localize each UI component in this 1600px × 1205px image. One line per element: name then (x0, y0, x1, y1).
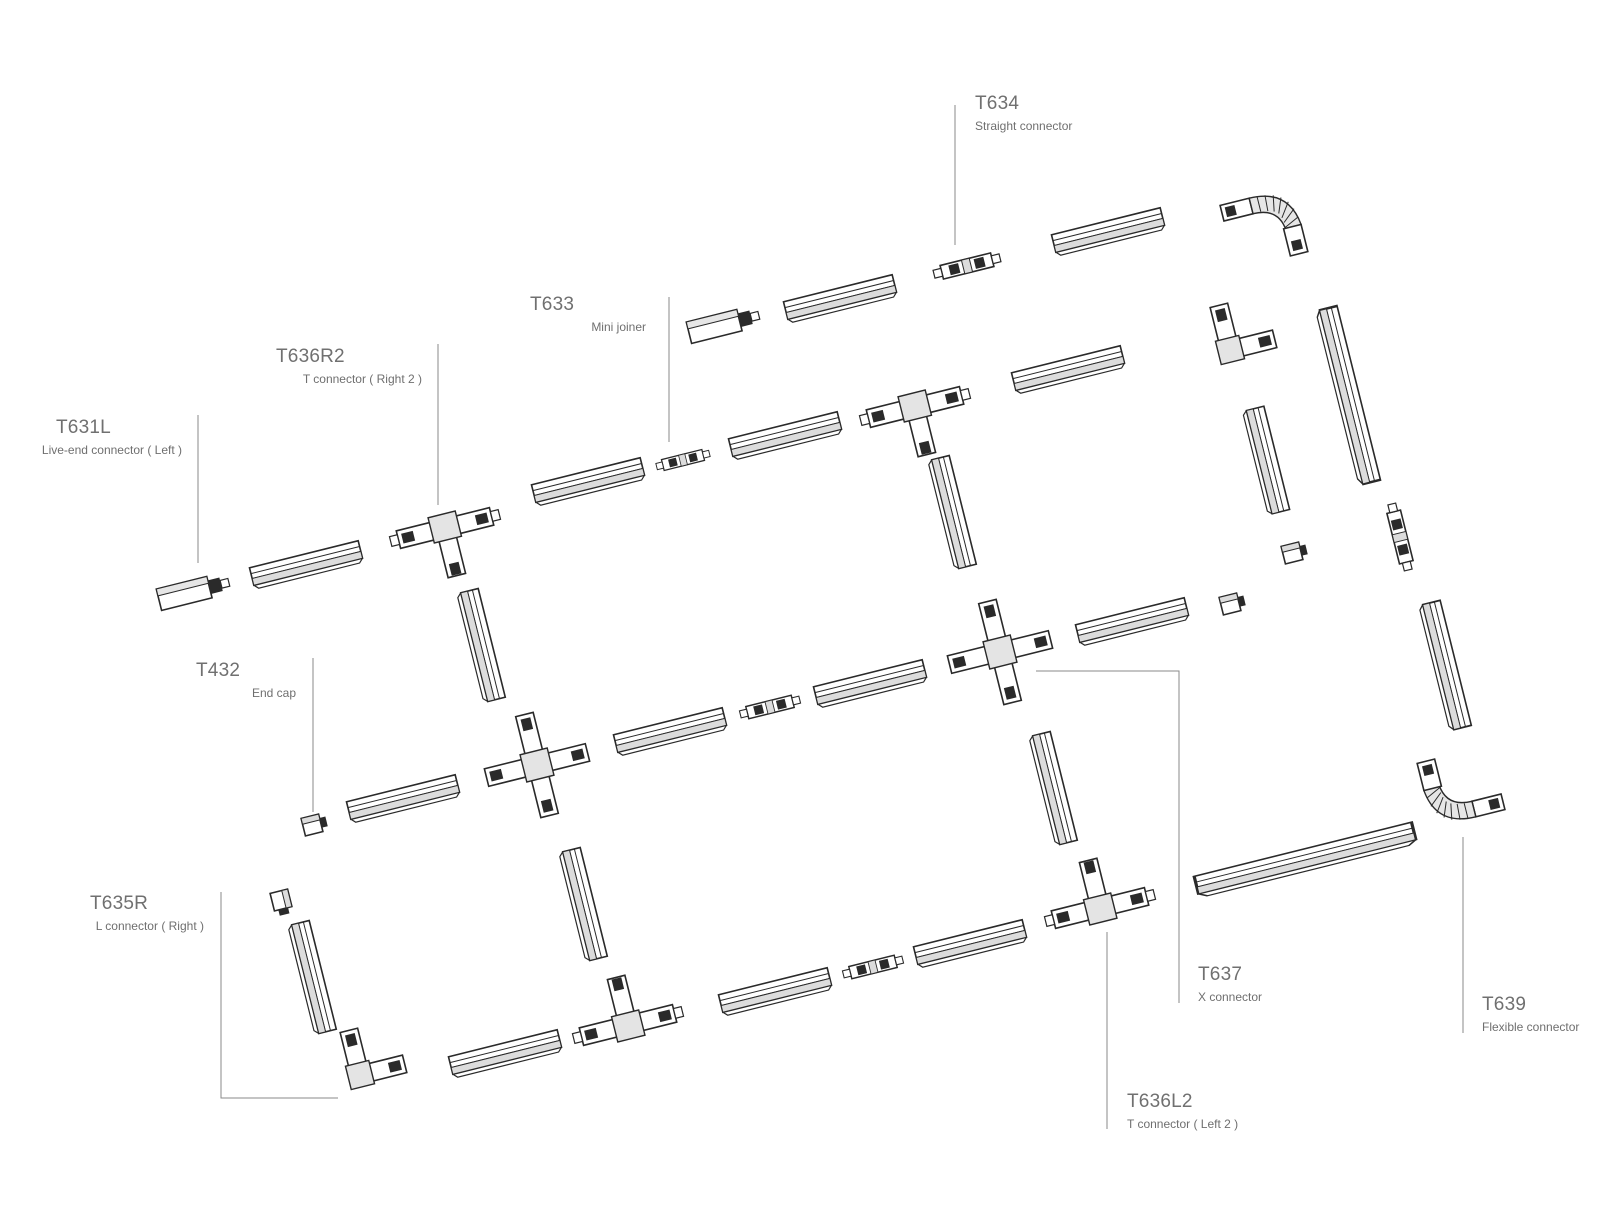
track-parts (155, 186, 1506, 1091)
part-code: T637 (1198, 964, 1243, 985)
callout-t631l: T631L Live-end connector ( Left ) (20, 417, 182, 458)
part-code: T636L2 (1127, 1091, 1193, 1112)
rail-part (558, 846, 609, 963)
rail-part (1417, 599, 1473, 732)
end-cap-part (300, 811, 330, 837)
mini-joiner-part (738, 692, 802, 722)
part-description: End cap (251, 686, 296, 700)
part-code: T633 (530, 294, 575, 315)
callout-t636r2: T636R2 T connector ( Right 2 ) (276, 346, 422, 387)
leader-t637 (1036, 670, 1180, 1003)
rail-part (1192, 820, 1419, 900)
part-description: Live-end connector ( Left ) (41, 443, 182, 457)
rail-part (612, 706, 729, 757)
callout-t633: T633 Mini joiner (530, 294, 646, 335)
part-code: T636R2 (276, 346, 345, 367)
mini-joiner-part (841, 952, 905, 982)
end-cap-part (1218, 590, 1248, 616)
mini-joiner-part (1384, 501, 1416, 573)
mini-joiner-part (654, 447, 712, 473)
end-cap-part (269, 888, 295, 918)
part-description: Straight connector (975, 119, 1073, 133)
rail-part (530, 456, 647, 507)
straight-connector-part (931, 250, 1003, 282)
callout-t639: T639 Flexible connector (1482, 994, 1579, 1035)
rail-part (1050, 206, 1167, 257)
callout-t635r: T635R L connector ( Right ) (90, 893, 204, 934)
callout-t432: T432 End cap (196, 660, 296, 701)
flexible-connector-part (1219, 186, 1309, 271)
t-connector-right-part (386, 500, 512, 590)
rail-part (1241, 405, 1291, 516)
part-description: L connector ( Right ) (95, 919, 204, 933)
rail-part (1028, 730, 1079, 847)
rail-part (447, 1028, 564, 1079)
rail-part (248, 539, 365, 590)
part-description: X connector (1198, 990, 1263, 1004)
rail-part (717, 966, 834, 1017)
x-connector-part (473, 701, 601, 829)
part-code: T635R (90, 893, 149, 914)
part-description: Mini joiner (591, 320, 646, 334)
part-description: Flexible connector (1482, 1020, 1580, 1034)
part-description: T connector ( Left 2 ) (1127, 1117, 1239, 1131)
t-connector-part (856, 379, 982, 469)
rail-part (912, 918, 1029, 969)
rail-part (1074, 596, 1191, 647)
rail-part (287, 919, 338, 1036)
rail-part (1010, 344, 1127, 395)
part-code: T631L (56, 417, 111, 438)
part-code: T634 (975, 93, 1020, 114)
rail-part (927, 454, 978, 571)
live-end-part (685, 303, 763, 345)
rail-part (782, 273, 899, 324)
part-code: T639 (1482, 994, 1527, 1015)
live-end-connector-part (155, 570, 233, 612)
end-cap-part (1280, 539, 1310, 565)
part-code: T432 (196, 660, 241, 681)
part-description: T connector ( Right 2 ) (302, 372, 422, 386)
rail-part (1314, 304, 1382, 487)
flexible-connector-part (1416, 744, 1506, 829)
rail-part (727, 410, 844, 461)
rail-part (812, 658, 929, 709)
leader-lines (197, 105, 1464, 1129)
t-connector-left-part (1033, 846, 1159, 936)
x-connector-part (936, 588, 1064, 716)
leader-t635r (220, 892, 338, 1099)
t-connector-part (561, 963, 687, 1053)
l-connector-part (1206, 293, 1279, 366)
callout-t637: T637 X connector (1198, 964, 1262, 1005)
callout-t636l2: T636L2 T connector ( Left 2 ) (1127, 1091, 1238, 1132)
l-connector-right-part (336, 1018, 409, 1091)
callout-t634: T634 Straight connector (975, 93, 1072, 134)
rail-part (345, 773, 462, 824)
rail-part (456, 587, 507, 704)
